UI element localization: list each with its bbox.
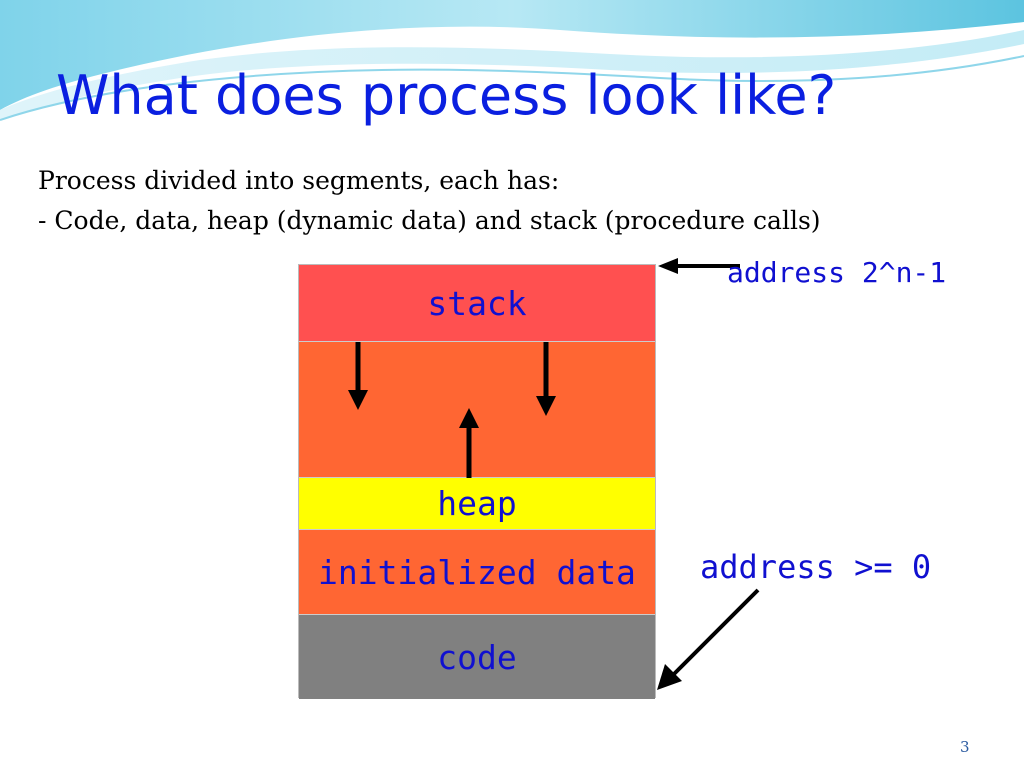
body-text-line-1: Process divided into segments, each has: [38,166,560,195]
free-space-segment [299,342,655,478]
page-number: 3 [960,738,970,756]
top-address-label: address 2^n-1 [727,256,947,289]
heap-segment-label: heap [437,484,517,523]
stack-segment: stack [299,265,655,342]
heap-segment: heap [299,478,655,530]
bottom-address-arrow [657,588,760,690]
initialized-data-segment-label: initialized data [318,552,636,592]
code-segment-label: code [437,637,517,677]
initialized-data-segment: initialized data [299,530,655,615]
body-text-line-2: - Code, data, heap (dynamic data) and st… [38,206,821,235]
slide-title: What does process look like? [56,64,837,127]
bottom-address-label: address >= 0 [700,548,932,586]
header-wave-decoration [0,0,1024,121]
code-segment: code [299,615,655,699]
memory-layout-diagram: stack heap initialized data code [298,264,656,699]
stack-segment-label: stack [427,283,527,323]
